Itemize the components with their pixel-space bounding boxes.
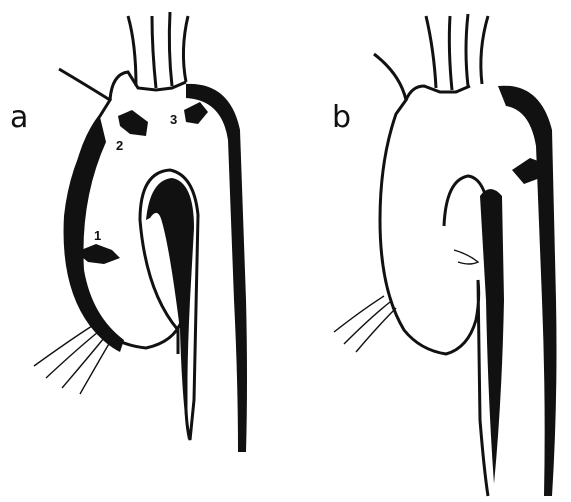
panel-a-letter: a — [10, 100, 28, 135]
panel-b-outer-wall — [374, 54, 488, 496]
panel-b-strands — [334, 296, 396, 352]
panel-a-branch-2 — [152, 16, 156, 88]
panel-b-flap — [454, 250, 478, 264]
panel-b-letter: b — [332, 100, 351, 135]
panel-a-marker-1: 1 — [94, 228, 101, 243]
panel-b: b — [332, 14, 557, 496]
panel-a-strands — [34, 326, 110, 394]
panel-a-marker-3: 3 — [170, 112, 177, 127]
panel-a-branch-4 — [183, 16, 188, 82]
panel-b-branch-4 — [481, 16, 488, 84]
panel-b-arch-top — [406, 86, 470, 100]
panel-a: a 1 2 3 — [10, 12, 247, 452]
panel-b-inner-lumen — [480, 189, 504, 484]
panel-a-tear-3: 3 — [170, 102, 208, 127]
panel-b-descending-dissection — [498, 86, 557, 496]
panel-a-marker-2: 2 — [116, 138, 123, 153]
panel-a-arch-top — [110, 72, 186, 100]
panel-b-branch-2 — [449, 16, 452, 90]
panel-b-branch-1 — [426, 16, 436, 88]
panel-a-inner-loop — [146, 178, 194, 440]
panel-a-branch-3 — [169, 12, 172, 86]
panel-b-branch-3 — [466, 14, 468, 86]
panel-a-tear-2: 2 — [116, 110, 148, 153]
